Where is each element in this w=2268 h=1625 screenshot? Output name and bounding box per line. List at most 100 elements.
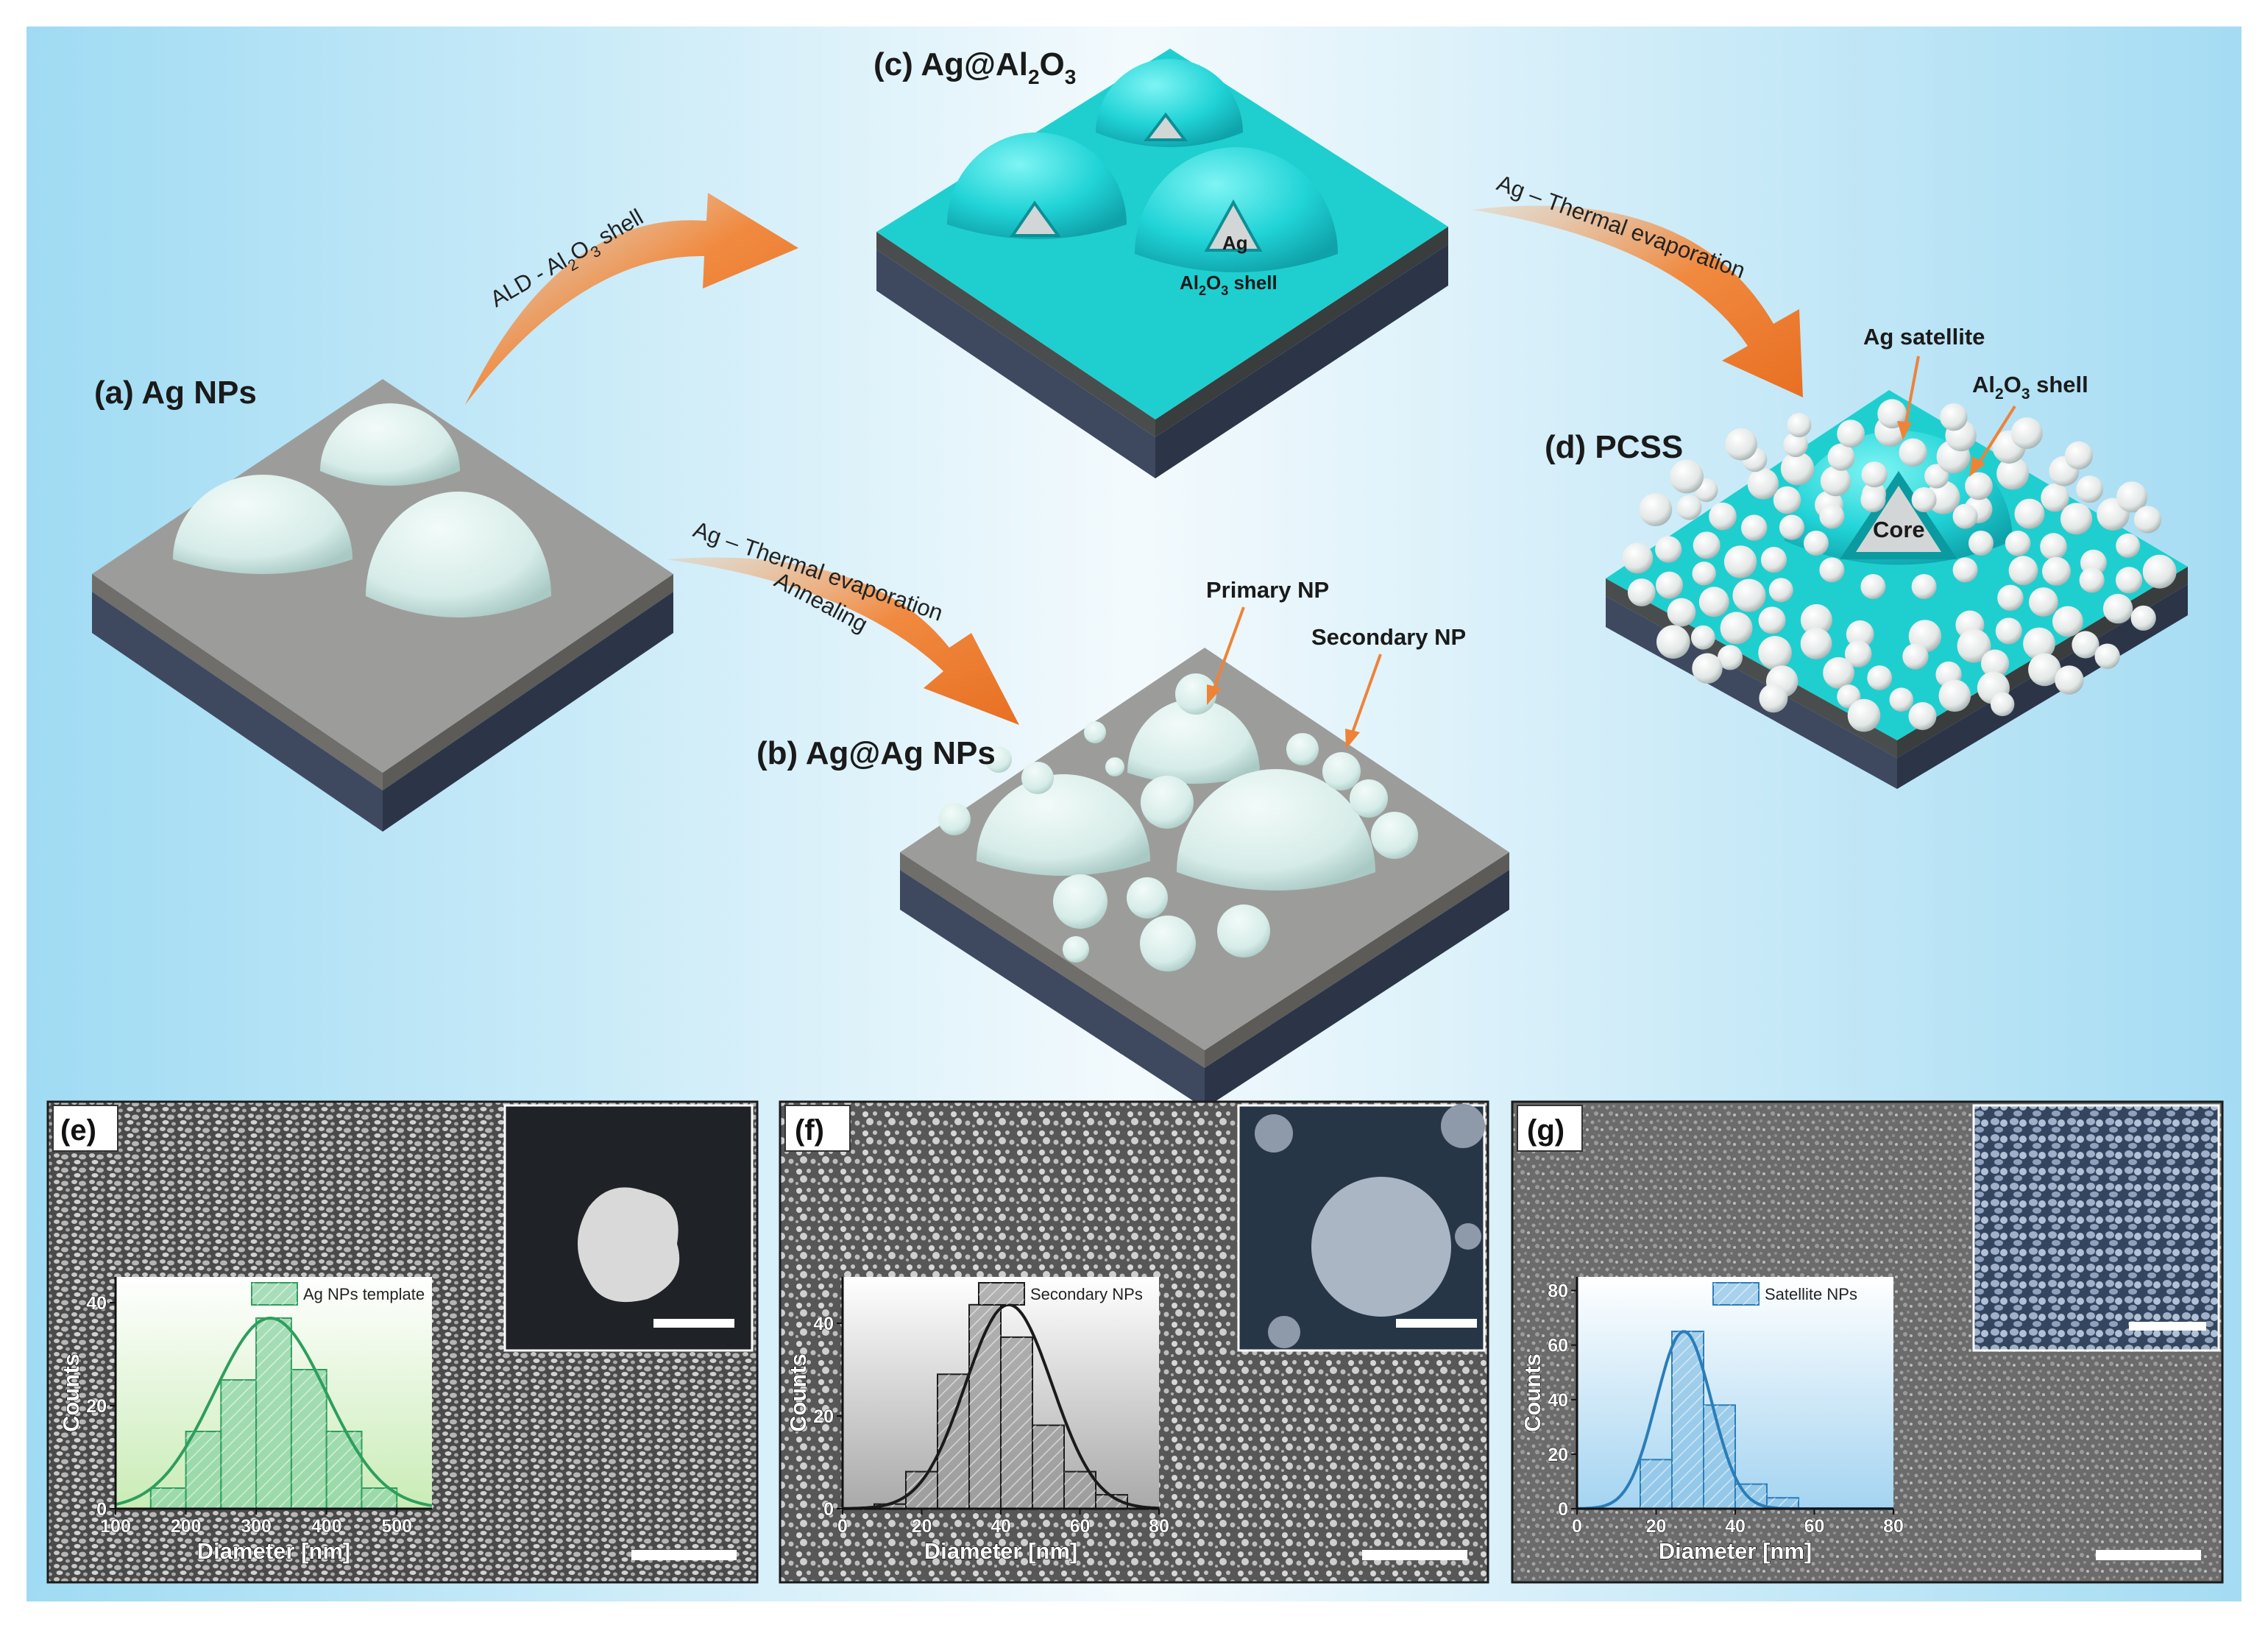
ag-satellite — [1997, 584, 2024, 611]
histogram-bar-hatch — [874, 1504, 906, 1509]
y-tick-label: 40 — [813, 1314, 834, 1334]
ag-satellite — [1819, 503, 1845, 529]
panel-d-label: (d) PCSS — [1545, 429, 1683, 465]
histogram-bar-hatch — [1767, 1498, 1799, 1509]
ag-satellite — [1860, 574, 1886, 599]
ag-satellite — [2023, 627, 2055, 660]
histogram-bar-hatch — [1096, 1495, 1127, 1509]
callout-core: Core — [1873, 517, 1925, 542]
gaussian-fit-line — [843, 1303, 1160, 1510]
x-tick-label: 100 — [100, 1516, 131, 1537]
ag-satellite — [1758, 636, 1792, 670]
callout-c-shell: Al2O3 shell — [1180, 272, 1277, 298]
y-axis-title: Counts — [1520, 1353, 1545, 1432]
x-tick-label: 200 — [171, 1516, 202, 1537]
legend-label: Ag NPs template — [303, 1285, 425, 1303]
y-tick-label: 60 — [1548, 1336, 1568, 1356]
histogram-bar-hatch — [1640, 1459, 1672, 1509]
callout-c-ag: Ag — [1222, 232, 1248, 254]
ag-core-triangle — [1143, 112, 1188, 141]
y-tick-label: 0 — [823, 1499, 834, 1520]
histogram-bar-hatch — [969, 1304, 1001, 1509]
ag-np-dome — [366, 492, 551, 617]
primary-np-dome — [1177, 769, 1375, 891]
sem-inset — [503, 1104, 754, 1352]
ag-satellite — [1709, 502, 1737, 531]
ag-satellite — [1911, 574, 1937, 599]
ag-satellite — [1827, 443, 1855, 471]
y-tick-label: 20 — [813, 1406, 834, 1427]
arrowhead-icon — [1897, 421, 1912, 440]
histogram-bar-hatch — [1001, 1337, 1032, 1509]
y-tick-label: 20 — [1548, 1445, 1568, 1465]
ag-satellite — [1667, 598, 1696, 627]
process-arrow-ald — [465, 193, 798, 405]
ag-satellite — [1804, 531, 1829, 556]
histogram-bar-hatch — [326, 1431, 362, 1509]
ag-satellite — [1747, 468, 1779, 500]
ag-satellite — [2079, 567, 2105, 593]
ag-satellite — [1732, 578, 1766, 612]
histogram-bar-hatch — [1064, 1471, 1096, 1509]
callout-ag-satellite: Ag satellite — [1863, 324, 1985, 350]
ag-satellite — [1844, 640, 1872, 668]
ag-satellite — [1627, 578, 1656, 606]
callout-arrow — [1351, 654, 1382, 733]
callout-primary-np: Primary NP — [1206, 577, 1329, 603]
ag-satellite — [2116, 481, 2148, 513]
ag-satellite — [1968, 531, 1994, 556]
y-axis-title: Counts — [58, 1353, 84, 1432]
ag-satellite — [1693, 531, 1721, 559]
panel-g-label: (g) — [1527, 1114, 1564, 1147]
ag-satellite — [1656, 625, 1690, 659]
ag-satellite — [2029, 587, 2058, 617]
y-tick-label: 20 — [86, 1396, 107, 1417]
ag-satellite — [2133, 506, 2162, 534]
ag-satellite — [1908, 702, 1937, 730]
ag-satellite — [1952, 503, 1978, 529]
x-tick-label: 60 — [1070, 1516, 1091, 1537]
core-shell-dome — [1096, 59, 1243, 147]
panel-c-label: (c) Ag@Al2O3 — [873, 46, 1076, 88]
ag-satellite — [2064, 441, 2093, 470]
ag-satellite — [1940, 403, 1968, 431]
ag-satellite — [2116, 533, 2141, 558]
ag-satellite — [1779, 514, 1805, 540]
panel-c-substrate — [876, 49, 1448, 478]
gaussian-fit-line — [115, 1316, 433, 1507]
ag-satellite — [1819, 557, 1845, 583]
callout-arrow — [1213, 606, 1245, 689]
ag-satellite — [1820, 466, 1851, 497]
x-tick-label: 300 — [241, 1516, 272, 1537]
primary-np-dome — [1127, 699, 1260, 784]
ag-satellite — [1911, 487, 1937, 512]
ag-satellite — [1718, 645, 1743, 670]
x-axis-title: Diameter [nm] — [197, 1538, 350, 1564]
scale-bar — [1362, 1550, 1467, 1560]
ag-satellite — [1655, 536, 1682, 563]
core-shell-dome — [947, 132, 1127, 239]
x-tick-label: 20 — [1646, 1516, 1667, 1537]
inset-scale-bar — [2129, 1322, 2206, 1331]
x-tick-label: 0 — [837, 1516, 848, 1537]
histogram-bar-hatch — [221, 1380, 257, 1509]
x-tick-label: 40 — [991, 1516, 1011, 1537]
ag-satellite — [2028, 653, 2061, 687]
ag-satellite — [1995, 617, 2022, 645]
sem-inset-particle — [1311, 1177, 1451, 1317]
secondary-np-cluster — [938, 673, 1418, 971]
ag-satellite — [1860, 487, 1886, 512]
ag-satellite — [1800, 603, 1832, 636]
ag-satellite — [1698, 587, 1729, 617]
ag-satellite — [2005, 531, 2031, 556]
process-arrow-thermal-top — [1472, 205, 1803, 397]
y-tick-label: 0 — [96, 1499, 107, 1520]
panel-b-label: (b) Ag@Ag NPs — [756, 735, 996, 771]
arrowhead-icon — [1969, 456, 1985, 477]
x-tick-label: 400 — [311, 1516, 342, 1537]
ag-satellite — [1691, 625, 1715, 650]
ag-satellite — [2094, 643, 2120, 669]
